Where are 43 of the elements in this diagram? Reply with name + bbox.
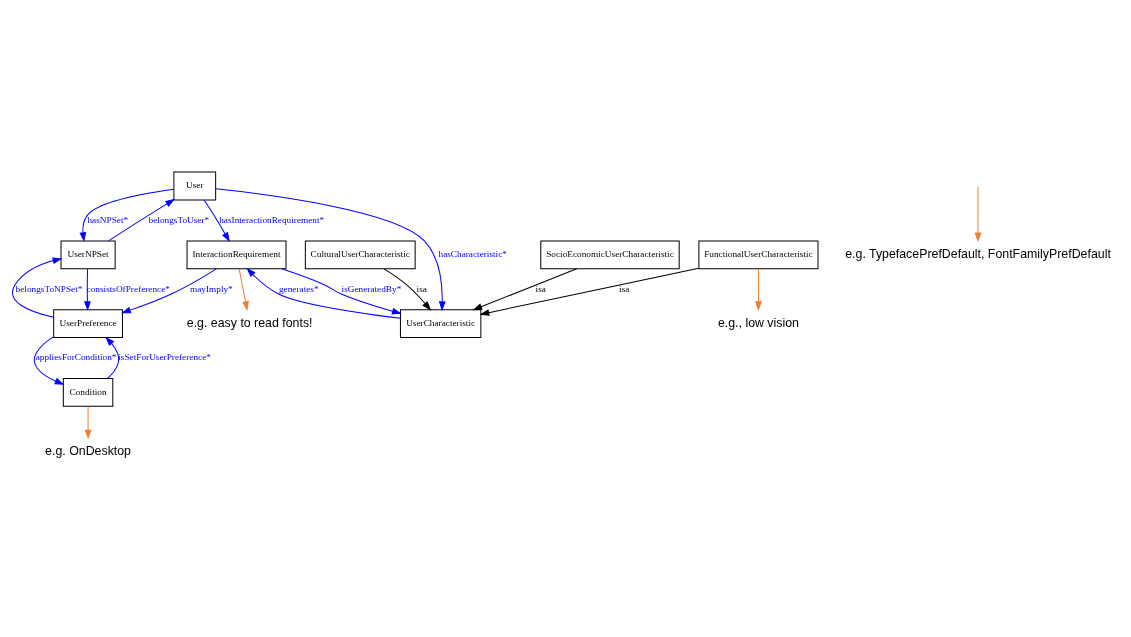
edge-label: isa bbox=[416, 283, 427, 294]
node-box: UserNPSet bbox=[60, 239, 116, 269]
arrow bbox=[215, 187, 446, 311]
arrow bbox=[974, 185, 982, 242]
arrow bbox=[755, 267, 762, 311]
edge-label: mayImply* bbox=[190, 283, 233, 294]
node-box: UserCharacteristic bbox=[399, 308, 482, 338]
arrow bbox=[11, 256, 63, 318]
node-box: CulturalUserCharacteristic bbox=[304, 239, 416, 269]
node-box: FunctionalUserCharacteristic bbox=[698, 239, 819, 269]
edge-label: isSetForUserPreference* bbox=[118, 351, 211, 362]
node-box: UserPreference bbox=[53, 308, 123, 338]
node-box: Condition bbox=[62, 377, 114, 407]
arrow bbox=[84, 405, 92, 439]
arrow bbox=[238, 267, 249, 311]
edge-label: hasNPSet* bbox=[87, 214, 129, 225]
edge-label: generates* bbox=[278, 283, 319, 294]
node-text: e.g. easy to read fonts! bbox=[186, 315, 313, 330]
edge-label: belongsToUser* bbox=[148, 214, 210, 225]
edge-label: hasInteractionRequirement* bbox=[219, 214, 325, 225]
edge-label: appliesForCondition* bbox=[35, 351, 117, 362]
arrow bbox=[246, 267, 401, 319]
arrow bbox=[203, 199, 230, 242]
node-box: SocioEconomicUserCharacteristic bbox=[540, 239, 680, 269]
arrow bbox=[383, 267, 432, 311]
arrow bbox=[105, 336, 120, 379]
arrow bbox=[281, 267, 402, 314]
node-text: e.g., low vision bbox=[717, 315, 799, 330]
node-box: InteractionRequirement bbox=[186, 239, 287, 269]
edge-label: hasCharacteristic* bbox=[438, 248, 507, 259]
node-text: e.g. OnDesktop bbox=[45, 443, 132, 458]
node-text: e.g. TypefacePrefDefault, FontFamilyPrefDefault bbox=[845, 246, 1111, 261]
arrow bbox=[472, 267, 578, 310]
arrow bbox=[107, 198, 175, 241]
edge-label: belongsToNPSet* bbox=[15, 283, 83, 294]
edge-label: isa bbox=[619, 283, 630, 294]
edge-label: isGeneratedBy* bbox=[341, 283, 402, 294]
edge-label: isa bbox=[535, 283, 546, 294]
arrow bbox=[479, 267, 700, 316]
arrow bbox=[79, 188, 175, 242]
arrow bbox=[84, 267, 91, 311]
arrow bbox=[33, 335, 65, 385]
node-box: User bbox=[173, 171, 217, 200]
